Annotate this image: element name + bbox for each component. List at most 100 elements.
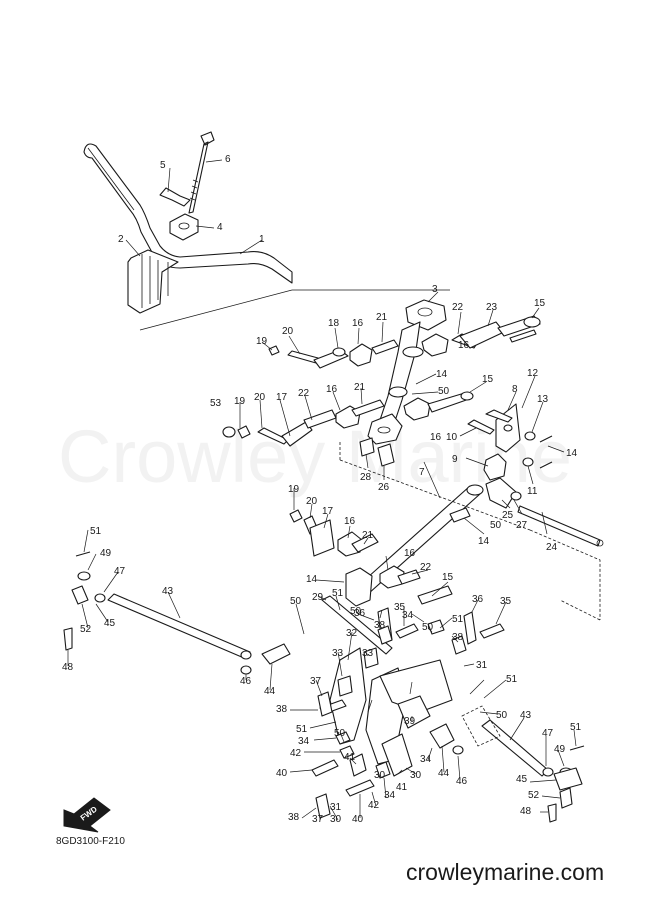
bolt-48-right[interactable]: [547, 803, 557, 823]
bushing-18[interactable]: [332, 347, 346, 357]
callout-label: 51: [296, 724, 308, 735]
callout-label: 47: [114, 566, 126, 577]
handle-grip-pad[interactable]: [127, 249, 179, 314]
pin-21-upper[interactable]: [371, 339, 399, 355]
cotter-51-left[interactable]: [75, 551, 91, 557]
rod-24[interactable]: [517, 505, 601, 547]
bolt-15-tail[interactable]: [509, 329, 537, 343]
callout-label: 7: [419, 467, 425, 478]
ball-joint-28[interactable]: [359, 437, 375, 457]
callout-label: 19: [288, 484, 300, 495]
nut-49-left[interactable]: [77, 571, 91, 581]
clamp-16-mid-right[interactable]: [403, 397, 431, 421]
callout-label: 33: [332, 648, 344, 659]
bushing-38-right[interactable]: [451, 635, 467, 655]
cotter-pin-14-right[interactable]: [539, 435, 553, 469]
cotter-51-right[interactable]: [569, 745, 585, 751]
callout-label: 17: [276, 392, 288, 403]
spacer-37[interactable]: [317, 691, 333, 717]
washer-46-right[interactable]: [452, 745, 464, 755]
plate-31[interactable]: [379, 659, 453, 713]
pin-21-mid[interactable]: [351, 399, 385, 417]
handle-clip[interactable]: [159, 187, 191, 207]
callout-labels: 1 2 3 4 5 6 7 8 9 10 11 12 13 14 14 14 1…: [62, 154, 582, 825]
bolt-35-right[interactable]: [479, 623, 505, 639]
nut-47-left[interactable]: [94, 593, 106, 603]
main-shaft-end: [466, 484, 484, 496]
arm-30-lower[interactable]: [381, 733, 413, 777]
link-arm-17-mid[interactable]: [281, 421, 313, 447]
bolt-19-low[interactable]: [289, 509, 303, 523]
callout-label: 17: [322, 506, 334, 517]
callout-label: 51: [570, 722, 582, 733]
shaft-collar-9[interactable]: [483, 453, 507, 481]
link-arm-17-low[interactable]: [309, 519, 335, 557]
rod-43-left[interactable]: [107, 593, 251, 659]
bushing-33b[interactable]: [363, 647, 379, 669]
ball-joint-26[interactable]: [377, 443, 395, 467]
washer-27[interactable]: [510, 491, 522, 501]
spacer-41[interactable]: [349, 753, 367, 777]
callout-label: 9: [452, 454, 458, 465]
fwd-arrow-icon: FWD: [63, 797, 111, 833]
rod-43-right[interactable]: [481, 719, 549, 777]
arm-29[interactable]: [321, 595, 393, 655]
clamp-16-upper-right[interactable]: [421, 333, 449, 357]
handle-upper-holder[interactable]: [169, 213, 199, 241]
nut-13[interactable]: [524, 431, 536, 441]
callout-label: 30: [374, 770, 386, 781]
callout-label: 2: [118, 234, 124, 245]
rod-end-52-right[interactable]: [559, 787, 573, 809]
callout-label: 50: [422, 622, 434, 633]
rod-end-44-left[interactable]: [261, 643, 291, 665]
handle-bolt[interactable]: [188, 131, 215, 214]
left-rod-group: [63, 551, 291, 675]
bolt-10[interactable]: [467, 419, 495, 435]
cap-nut-53[interactable]: [222, 426, 236, 438]
website-link[interactable]: crowleymarine.com: [406, 859, 604, 885]
bolt-19-upper[interactable]: [268, 345, 280, 356]
washer-34[interactable]: [335, 731, 351, 745]
callout-label: 25: [502, 510, 514, 521]
rod-20-upper[interactable]: [287, 350, 319, 364]
washer-41-low[interactable]: [375, 761, 391, 779]
nut-11[interactable]: [522, 457, 534, 467]
column-collar-lower[interactable]: [388, 386, 408, 398]
cotter-pin-14-shaft[interactable]: [449, 507, 471, 523]
rod-end-44-right[interactable]: [429, 723, 455, 749]
rod-15-low[interactable]: [417, 585, 453, 605]
rod-end-15-upper[interactable]: [523, 316, 541, 328]
bolt-36-right[interactable]: [463, 611, 477, 645]
steering-column-top-bracket[interactable]: [405, 299, 447, 331]
callout-label: 1: [259, 234, 265, 245]
column-collar-upper[interactable]: [402, 346, 424, 358]
callout-label: 31: [330, 802, 342, 813]
bushing-33a[interactable]: [337, 675, 353, 697]
steering-column-base[interactable]: [367, 413, 403, 445]
clamp-16-upper-left[interactable]: [349, 343, 373, 367]
nut-47-right[interactable]: [542, 767, 554, 777]
bolt-35-mid[interactable]: [395, 623, 419, 639]
bushing-38-mid[interactable]: [377, 625, 393, 645]
callout-label: 14: [436, 369, 448, 380]
bolt-40-low[interactable]: [345, 779, 375, 797]
bolt-48-left[interactable]: [63, 627, 73, 651]
callout-label: 16: [404, 548, 416, 559]
bolt-40[interactable]: [311, 759, 339, 777]
bolt-12[interactable]: [485, 409, 513, 423]
spacer-37-low[interactable]: [315, 793, 331, 819]
callout-label: 23: [486, 302, 498, 313]
arm-39[interactable]: [397, 695, 431, 729]
yoke-14[interactable]: [345, 567, 373, 607]
steering-handle[interactable]: [83, 143, 293, 284]
callout-label: 43: [162, 586, 174, 597]
callout-label: 38: [374, 620, 386, 631]
rod-end-45-right[interactable]: [553, 767, 583, 791]
arm-25[interactable]: [485, 477, 517, 509]
bolt-19-mid[interactable]: [237, 425, 251, 439]
rod-end-15-mid[interactable]: [460, 391, 474, 401]
washer-42[interactable]: [339, 745, 355, 759]
rod-end-52-left[interactable]: [71, 585, 89, 605]
lower-levers: [311, 607, 505, 819]
washer-46-left[interactable]: [240, 665, 252, 675]
